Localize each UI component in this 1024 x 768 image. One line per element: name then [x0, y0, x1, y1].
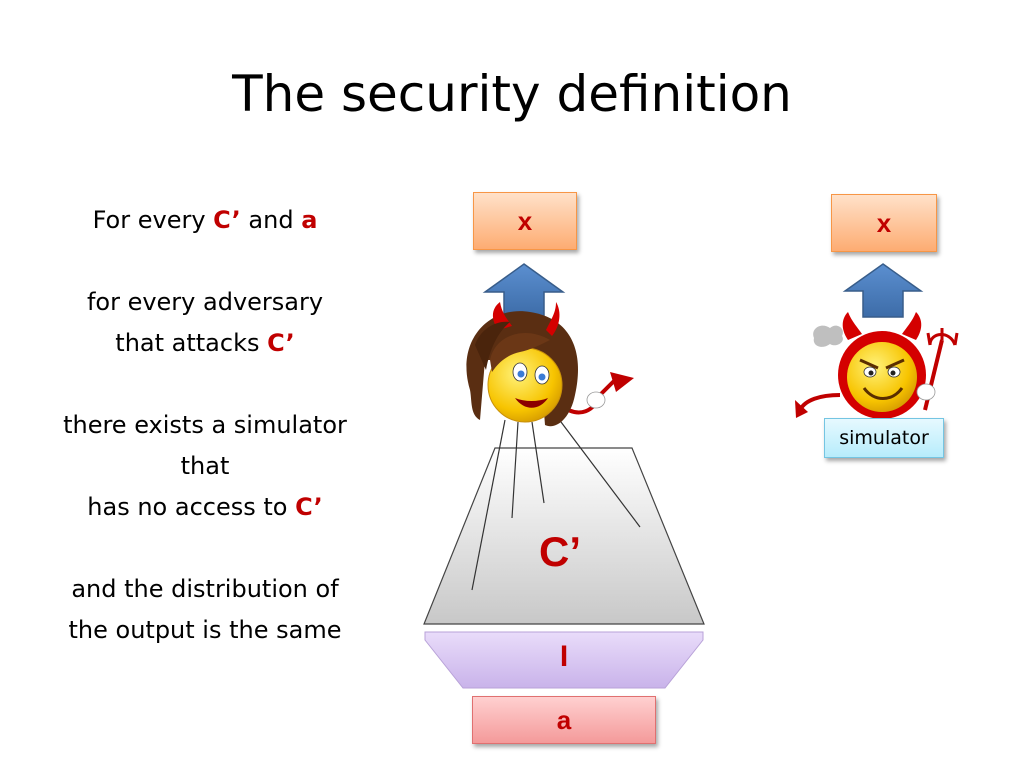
definition-line-8: the output is the same	[68, 616, 342, 644]
definition-line-7: and the distribution of	[71, 575, 339, 603]
simulator-devil-icon	[795, 312, 959, 419]
output-label: x	[517, 205, 533, 236]
circuit-shape	[423, 447, 705, 625]
interface-shape	[424, 631, 704, 689]
definition-line-4: there exists a simulator	[63, 411, 347, 439]
up-arrow-icon	[842, 263, 924, 318]
circuit-ref: C’	[213, 206, 241, 234]
output-box-real: x	[473, 192, 577, 250]
simulator-label: simulator	[839, 427, 929, 449]
input-ref: a	[301, 206, 318, 234]
definition-line-5: that	[180, 452, 230, 480]
output-box-ideal: x	[831, 194, 937, 252]
definition-line-3: that attacks C’	[115, 329, 295, 357]
definition-line-6: has no access to C’	[87, 493, 323, 521]
circuit-ref: C’	[267, 329, 295, 357]
definition-text: For every C’ and a for every adversary t…	[30, 200, 380, 651]
input-label: a	[556, 704, 572, 735]
definition-line-2: for every adversary	[86, 288, 324, 316]
adversary-devil-icon	[466, 302, 634, 427]
interface-label: I	[559, 640, 569, 673]
circuit-label: C’	[539, 528, 581, 575]
circuit-ref: C’	[295, 493, 323, 521]
output-label: x	[876, 207, 892, 238]
simulator-box: simulator	[824, 418, 944, 458]
probe-lines	[471, 417, 641, 591]
input-box: a	[472, 696, 656, 744]
slide-title: The security definition	[232, 65, 792, 123]
definition-line-1: For every C’ and a	[92, 206, 318, 234]
